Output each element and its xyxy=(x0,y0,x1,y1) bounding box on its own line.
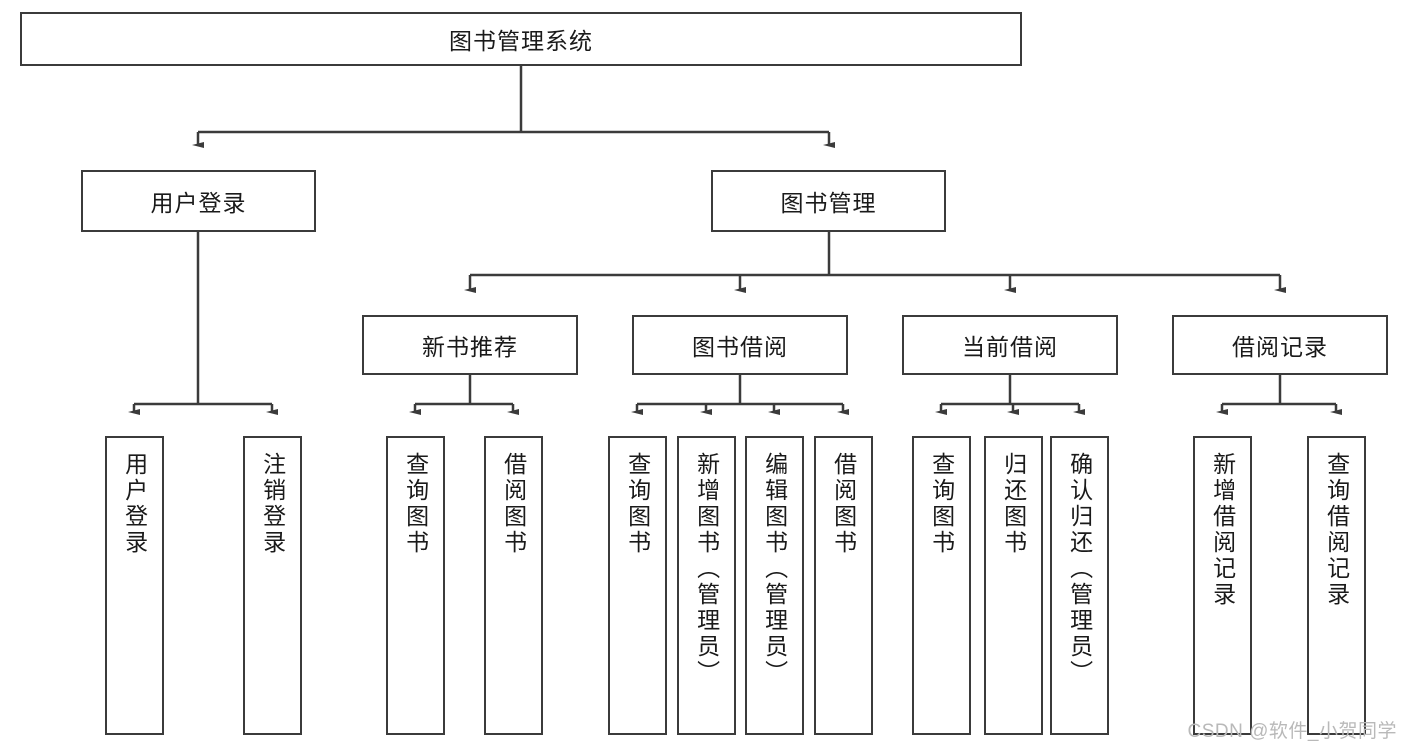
leaf-add-borrow-record[interactable]: 新增借阅记录 xyxy=(1193,436,1252,735)
node-current-borrow[interactable]: 当前借阅 xyxy=(902,315,1118,375)
leaf-query-book-3-label: 查询图书 xyxy=(928,452,955,556)
node-new-book-recommend-label: 新书推荐 xyxy=(422,334,518,360)
leaf-user-logout[interactable]: 注销登录 xyxy=(243,436,302,735)
leaf-add-borrow-record-label: 新增借阅记录 xyxy=(1209,452,1236,608)
leaf-query-book-1[interactable]: 查询图书 xyxy=(386,436,445,735)
leaf-borrow-book-1[interactable]: 借阅图书 xyxy=(484,436,543,735)
leaf-add-book[interactable]: 新增图书（管理员） xyxy=(677,436,736,735)
leaf-query-book-2[interactable]: 查询图书 xyxy=(608,436,667,735)
node-book-management[interactable]: 图书管理 xyxy=(711,170,946,232)
leaf-return-book-label: 归还图书 xyxy=(1000,452,1027,556)
leaf-user-logout-label: 注销登录 xyxy=(259,452,286,556)
leaf-return-book[interactable]: 归还图书 xyxy=(984,436,1043,735)
node-book-management-label: 图书管理 xyxy=(780,190,877,216)
csdn-watermark: CSDN @软件_小贺同学 xyxy=(1187,721,1397,742)
node-user-login-label: 用户登录 xyxy=(150,190,247,216)
leaf-query-book-3[interactable]: 查询图书 xyxy=(912,436,971,735)
node-borrow-record[interactable]: 借阅记录 xyxy=(1172,315,1388,375)
leaf-query-borrow-record[interactable]: 查询借阅记录 xyxy=(1307,436,1366,735)
node-borrow-record-label: 借阅记录 xyxy=(1232,334,1328,360)
leaf-confirm-return[interactable]: 确认归还（管理员） xyxy=(1050,436,1109,735)
leaf-user-login-label: 用户登录 xyxy=(121,452,148,556)
leaf-confirm-return-label: 确认归还（管理员） xyxy=(1066,452,1093,686)
leaf-borrow-book-2-label: 借阅图书 xyxy=(830,452,857,556)
leaf-borrow-book-2[interactable]: 借阅图书 xyxy=(814,436,873,735)
leaf-user-login[interactable]: 用户登录 xyxy=(105,436,164,735)
node-root[interactable]: 图书管理系统 xyxy=(20,12,1022,66)
leaf-borrow-book-1-label: 借阅图书 xyxy=(500,452,527,556)
node-book-borrow[interactable]: 图书借阅 xyxy=(632,315,848,375)
leaf-edit-book-label: 编辑图书（管理员） xyxy=(761,452,788,686)
leaf-edit-book[interactable]: 编辑图书（管理员） xyxy=(745,436,804,735)
leaf-query-book-1-label: 查询图书 xyxy=(402,452,429,556)
leaf-query-book-2-label: 查询图书 xyxy=(624,452,651,556)
node-new-book-recommend[interactable]: 新书推荐 xyxy=(362,315,578,375)
node-current-borrow-label: 当前借阅 xyxy=(962,334,1058,360)
leaf-add-book-label: 新增图书（管理员） xyxy=(693,452,720,686)
node-user-login[interactable]: 用户登录 xyxy=(81,170,316,232)
node-root-label: 图书管理系统 xyxy=(449,28,593,54)
node-book-borrow-label: 图书借阅 xyxy=(692,334,788,360)
leaf-query-borrow-record-label: 查询借阅记录 xyxy=(1323,452,1350,608)
